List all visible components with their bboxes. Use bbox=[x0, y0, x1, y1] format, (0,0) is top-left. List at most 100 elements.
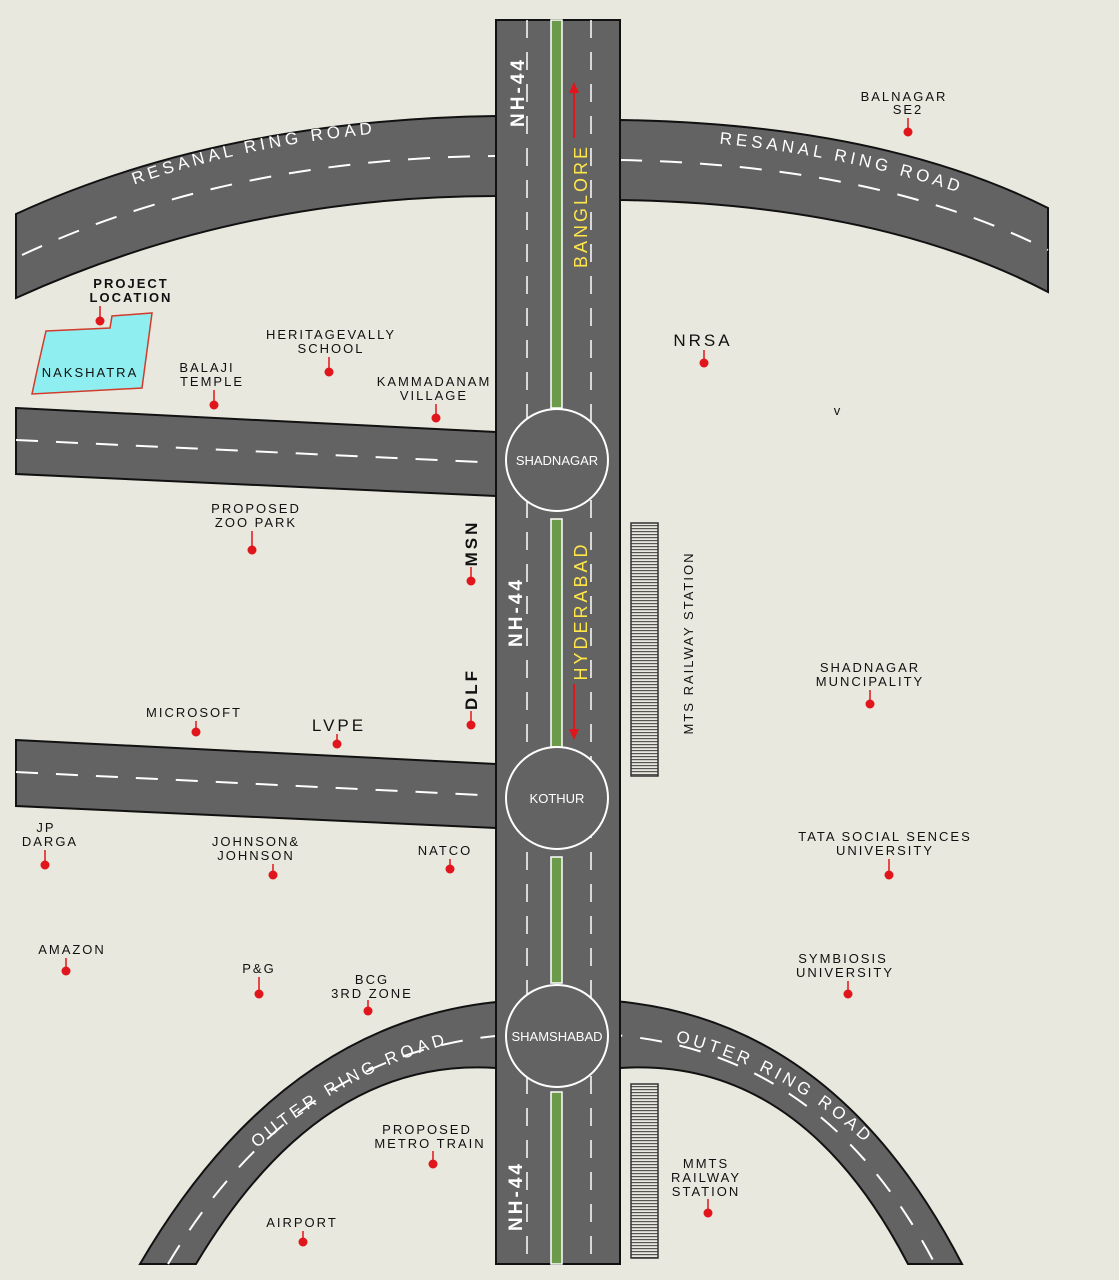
project-name: NAKSHATRA bbox=[42, 365, 139, 380]
landmark-label: PROPOSED bbox=[211, 501, 301, 516]
landmark-marker[interactable] bbox=[363, 1006, 373, 1016]
landmark-label: P&G bbox=[242, 961, 275, 976]
roundabout-shamshabad bbox=[505, 984, 609, 1088]
railway-track-mmts bbox=[630, 1083, 659, 1259]
landmark-airport[interactable]: AIRPORT bbox=[266, 1215, 338, 1247]
landmark-marker[interactable] bbox=[428, 1159, 438, 1169]
landmark-marker[interactable] bbox=[247, 545, 257, 555]
landmark-marker[interactable] bbox=[40, 860, 50, 870]
landmark-marker[interactable] bbox=[445, 864, 455, 874]
landmark-label: METRO TRAIN bbox=[374, 1136, 485, 1151]
arrow-north-icon bbox=[569, 82, 579, 138]
landmark-label: JOHNSON bbox=[217, 848, 295, 863]
roundabout-shadnagar-label: SHADNAGAR bbox=[516, 453, 598, 468]
landmark-heritage-school[interactable]: HERITAGEVALLY SCHOOL bbox=[266, 327, 396, 377]
project-location[interactable]: NAKSHATRA PROJECT LOCATION bbox=[31, 276, 173, 395]
median-mid bbox=[550, 518, 563, 748]
direction-hyderabad: HYDERABAD bbox=[571, 541, 591, 680]
nh-44-label-bottom: NH-44 bbox=[506, 1161, 527, 1231]
landmark-marker[interactable] bbox=[254, 989, 264, 999]
landmark-label: MSN bbox=[462, 520, 481, 567]
landmark-balnagar[interactable]: BALNAGAR SE2 bbox=[861, 89, 948, 137]
landmark-label: BALAJI bbox=[179, 360, 234, 375]
landmark-marker[interactable] bbox=[324, 367, 334, 377]
roundabout-kothur-label: KOTHUR bbox=[530, 791, 585, 806]
landmark-label: SCHOOL bbox=[298, 341, 365, 356]
project-heading-line2: LOCATION bbox=[90, 290, 173, 305]
landmark-label: NRSA bbox=[673, 331, 732, 350]
landmark-label: MICROSOFT bbox=[146, 705, 242, 720]
landmark-label: TEMPLE bbox=[180, 374, 244, 389]
project-marker[interactable] bbox=[95, 316, 105, 326]
landmark-label: JP bbox=[36, 820, 55, 835]
median-south bbox=[550, 856, 563, 984]
mts-railway-station-label: MTS RAILWAY STATION bbox=[681, 552, 696, 735]
landmark-label: MMTS bbox=[683, 1156, 729, 1171]
landmark-marker[interactable] bbox=[298, 1237, 308, 1247]
landmark-microsoft[interactable]: MICROSOFT bbox=[146, 705, 242, 737]
landmark-proposed-metro-train[interactable]: PROPOSED METRO TRAIN bbox=[374, 1122, 485, 1169]
landmark-tata-social-sences-university[interactable]: TATA SOCIAL SENCES UNIVERSITY bbox=[798, 829, 972, 880]
landmark-marker[interactable] bbox=[865, 699, 875, 709]
landmark-marker[interactable] bbox=[466, 720, 476, 730]
resanal-ring-road-right bbox=[619, 118, 1049, 294]
railway-track-mts bbox=[630, 522, 659, 777]
landmark-natco[interactable]: NATCO bbox=[418, 843, 473, 874]
direction-banglore: BANGLORE bbox=[571, 144, 591, 268]
landmark-marker[interactable] bbox=[884, 870, 894, 880]
outer-ring-road bbox=[138, 998, 964, 1265]
landmark-balaji-temple[interactable]: BALAJI TEMPLE bbox=[179, 360, 244, 410]
median-north bbox=[550, 19, 563, 409]
landmark-symbiosis-university[interactable]: SYMBIOSIS UNIVERSITY bbox=[796, 951, 894, 999]
landmark-marker[interactable] bbox=[903, 127, 913, 137]
landmark-label: KAMMADANAM bbox=[377, 374, 492, 389]
landmark-label: MUNCIPALITY bbox=[816, 674, 924, 689]
landmark-marker[interactable] bbox=[191, 727, 201, 737]
landmark-marker[interactable] bbox=[466, 576, 476, 586]
landmark-label: RAILWAY bbox=[671, 1170, 741, 1185]
landmark-amazon[interactable]: AMAZON bbox=[38, 942, 106, 976]
nh-44-label-mid: NH-44 bbox=[506, 577, 527, 647]
landmark-label: UNIVERSITY bbox=[796, 965, 894, 980]
arrow-south-icon bbox=[569, 684, 579, 740]
roundabout-shamshabad-label: SHAMSHABAD bbox=[511, 1029, 602, 1044]
landmark-label: DARGA bbox=[22, 834, 78, 849]
landmark-nrsa[interactable]: NRSA bbox=[673, 331, 732, 368]
landmark-label: AMAZON bbox=[38, 942, 106, 957]
landmark-marker[interactable] bbox=[843, 989, 853, 999]
landmark-label: LVPE bbox=[312, 716, 366, 735]
landmark-johnson-and-johnson[interactable]: JOHNSON& JOHNSON bbox=[212, 834, 300, 880]
landmark-label: BCG bbox=[355, 972, 389, 987]
landmark-msn[interactable]: MSN bbox=[462, 520, 481, 586]
roundabout-shadnagar bbox=[505, 408, 609, 512]
landmark-lvpe[interactable]: LVPE bbox=[312, 716, 366, 749]
landmark-marker[interactable] bbox=[703, 1208, 713, 1218]
landmark-jp-darga[interactable]: JP DARGA bbox=[22, 820, 78, 870]
project-plot-nakshatra[interactable] bbox=[31, 312, 153, 395]
landmark-dlf[interactable]: DLF bbox=[462, 668, 481, 730]
landmark-shadnagar-muncipality[interactable]: SHADNAGAR MUNCIPALITY bbox=[816, 660, 924, 709]
landmark-label: STATION bbox=[672, 1184, 740, 1199]
landmark-marker[interactable] bbox=[699, 358, 709, 368]
landmark-marker[interactable] bbox=[431, 413, 441, 423]
landmark-proposed-zoo-park[interactable]: PROPOSED ZOO PARK bbox=[211, 501, 301, 555]
landmark-pg[interactable]: P&G bbox=[242, 961, 275, 999]
landmark-marker[interactable] bbox=[209, 400, 219, 410]
nh-44-label-top: NH-44 bbox=[508, 57, 529, 127]
landmark-label: TATA SOCIAL SENCES bbox=[798, 829, 972, 844]
landmark-bcg-3rd-zone[interactable]: BCG 3RD ZONE bbox=[331, 972, 413, 1016]
landmark-marker[interactable] bbox=[61, 966, 71, 976]
landmark-label: ZOO PARK bbox=[215, 515, 297, 530]
landmark-marker[interactable] bbox=[268, 870, 278, 880]
landmark-kammadanam-village[interactable]: KAMMADANAM VILLAGE bbox=[377, 374, 492, 423]
landmark-label: VILLAGE bbox=[400, 388, 468, 403]
landmark-label: NATCO bbox=[418, 843, 473, 858]
landmark-label: SHADNAGAR bbox=[820, 660, 920, 675]
landmark-label: DLF bbox=[462, 668, 481, 710]
landmark-marker[interactable] bbox=[332, 739, 342, 749]
landmark-label: 3RD ZONE bbox=[331, 986, 413, 1001]
landmark-mmts-railway-station[interactable]: MMTS RAILWAY STATION bbox=[671, 1156, 741, 1218]
landmark-label: AIRPORT bbox=[266, 1215, 338, 1230]
roads-layer bbox=[15, 19, 1049, 1265]
